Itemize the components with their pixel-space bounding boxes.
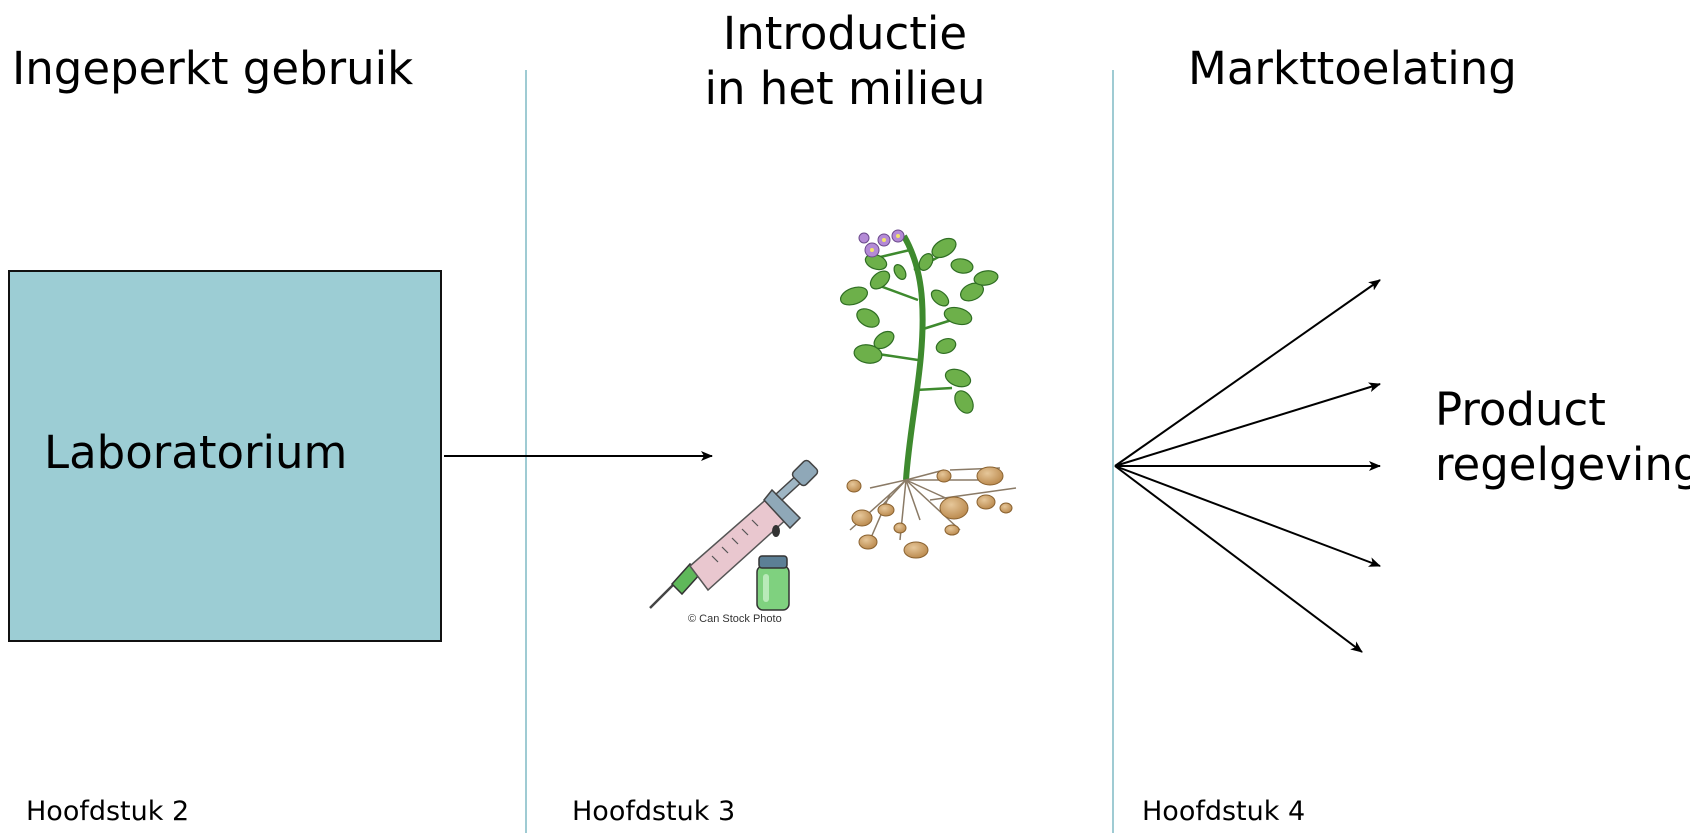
product-regulation-line1: Product (1435, 383, 1606, 436)
column-divider-left (525, 70, 527, 833)
syringe-icon (649, 459, 819, 609)
chapter-label-2: Hoofdstuk 2 (26, 796, 190, 827)
fan-arrow-5 (1114, 465, 1363, 653)
fan-arrow-4 (1114, 465, 1381, 567)
heading-contained-use: Ingeperkt gebruik (12, 42, 414, 95)
heading-introduction-line2: in het milieu (704, 62, 986, 116)
laboratory-box: Laboratorium (8, 270, 442, 642)
laboratory-label: Laboratorium (44, 426, 348, 479)
column-divider-right (1112, 70, 1114, 833)
fan-arrow-1 (1114, 279, 1381, 467)
image-credit: © Can Stock Photo (688, 613, 782, 625)
product-regulation-label: Product regelgeving (1435, 382, 1690, 493)
chapter-label-4: Hoofdstuk 4 (1142, 796, 1306, 827)
heading-introduction-line1: Introductie (722, 7, 968, 60)
chapter-label-3: Hoofdstuk 3 (572, 796, 736, 827)
heading-introduction: Introductie in het milieu (700, 6, 990, 117)
product-regulation-line2: regelgeving (1435, 438, 1690, 492)
fan-arrows (1114, 279, 1381, 653)
heading-market: Markttoelating (1188, 42, 1517, 95)
fan-arrow-2 (1114, 382, 1381, 467)
potato-plant-icon (839, 229, 1017, 559)
vial-icon (756, 555, 790, 611)
